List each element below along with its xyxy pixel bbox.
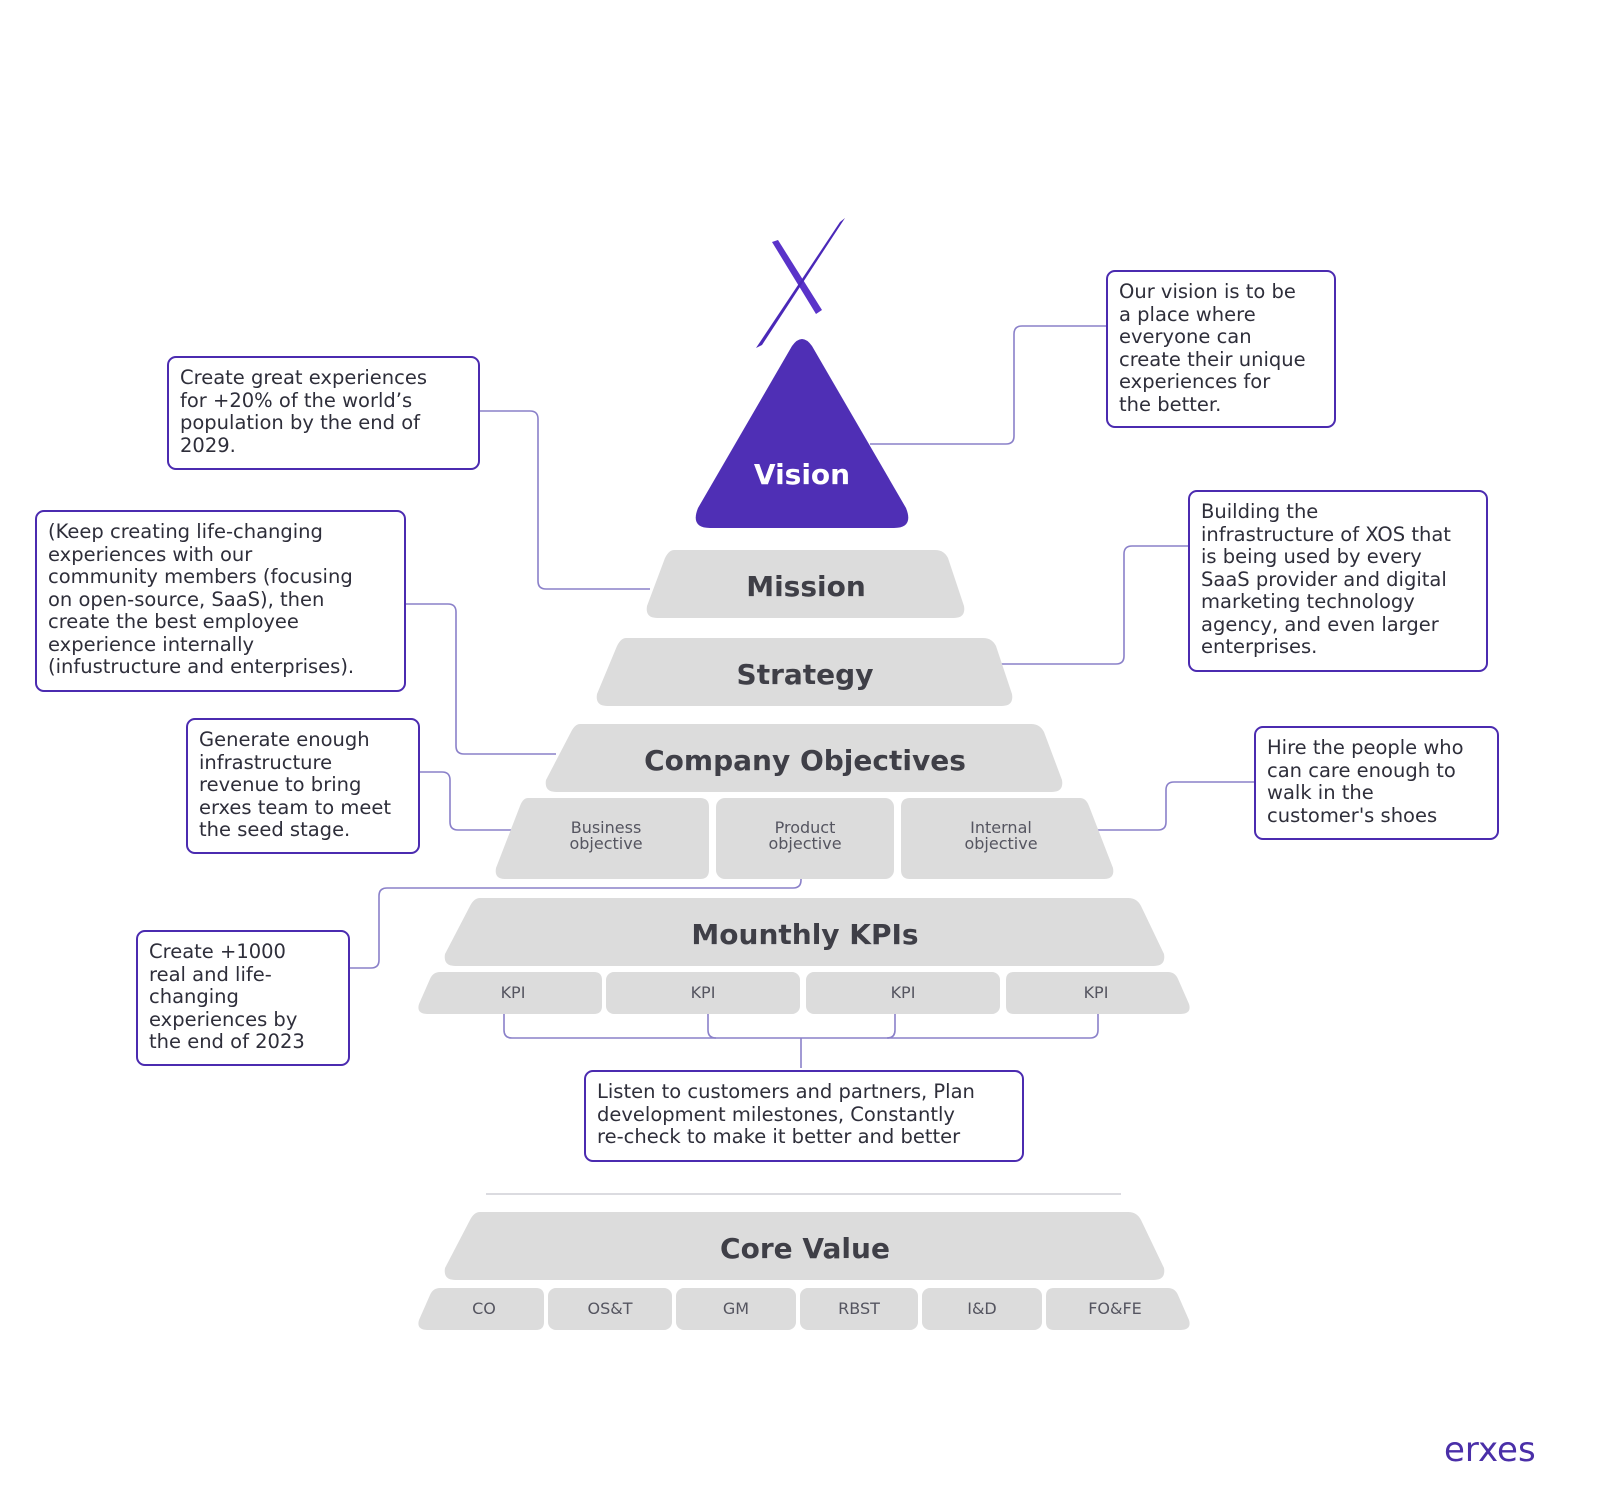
business-objective-block — [495, 798, 709, 879]
mission-label: Mission — [746, 569, 866, 603]
company-objectives-tier — [545, 724, 1063, 792]
core-label-gm: GM — [722, 1299, 750, 1318]
strategy-label: Strategy — [736, 657, 874, 691]
vision-label: Vision — [753, 457, 851, 491]
core-block-id — [922, 1288, 1042, 1330]
internal-objective-block — [901, 798, 1114, 879]
business-objective-note: Generate enough infrastructure revenue t… — [186, 718, 420, 854]
internal-objective-label: Internal objective — [964, 818, 1038, 853]
kpi-block-4 — [1006, 972, 1190, 1014]
core-block-rbst — [800, 1288, 918, 1330]
core-block-co — [418, 1288, 544, 1330]
vision-note: Our vision is to be a place where everyo… — [1106, 270, 1336, 428]
strategy-note: Building the infrastructure of XOS that … — [1188, 490, 1488, 672]
erxes-logo: erxes — [1444, 1430, 1536, 1470]
decorative-streaks — [9, 11, 1470, 1512]
core-value-tier — [444, 1212, 1165, 1280]
kpi-block-2 — [606, 972, 800, 1014]
internal-objective-note: Hire the people who can care enough to w… — [1254, 726, 1499, 840]
core-label-fofe: FO&FE — [1088, 1299, 1142, 1318]
company-objectives-note: (Keep creating life-changing experiences… — [35, 510, 406, 692]
core-label-co: CO — [472, 1299, 496, 1318]
strategy-tier — [596, 638, 1013, 706]
kpi-label-2: KPI — [690, 983, 716, 1002]
kpi-label-4: KPI — [1083, 983, 1109, 1002]
mission-tier — [646, 550, 965, 618]
core-label-ost: OS&T — [587, 1299, 633, 1318]
product-objective-label: Product objective — [768, 818, 842, 853]
product-objective-note: Create +1000 real and life- changing exp… — [136, 930, 350, 1066]
kpis-tier — [444, 898, 1165, 966]
mission-note: Create great experiences for +20% of the… — [167, 356, 480, 470]
connector-lines — [350, 325, 1254, 1195]
pyramid-tiers — [418, 550, 1190, 1330]
kpi-label-3: KPI — [890, 983, 916, 1002]
company-objectives-label: Company Objectives — [644, 743, 966, 777]
core-value-label: Core Value — [720, 1231, 890, 1265]
core-block-ost — [548, 1288, 672, 1330]
x-mark-icon — [756, 218, 845, 348]
vision-triangle — [695, 339, 909, 528]
kpis-label: Mounthly KPIs — [691, 917, 919, 951]
business-objective-label: Business objective — [569, 818, 643, 853]
core-label-rbst: RBST — [838, 1299, 880, 1318]
core-label-id: I&D — [967, 1299, 997, 1318]
kpis-note: Listen to customers and partners, Plan d… — [584, 1070, 1024, 1162]
kpi-block-3 — [806, 972, 1000, 1014]
product-objective-block — [716, 798, 894, 879]
core-block-fofe — [1046, 1288, 1190, 1330]
kpi-block-1 — [418, 972, 602, 1014]
core-block-gm — [676, 1288, 796, 1330]
kpi-label-1: KPI — [500, 983, 526, 1002]
